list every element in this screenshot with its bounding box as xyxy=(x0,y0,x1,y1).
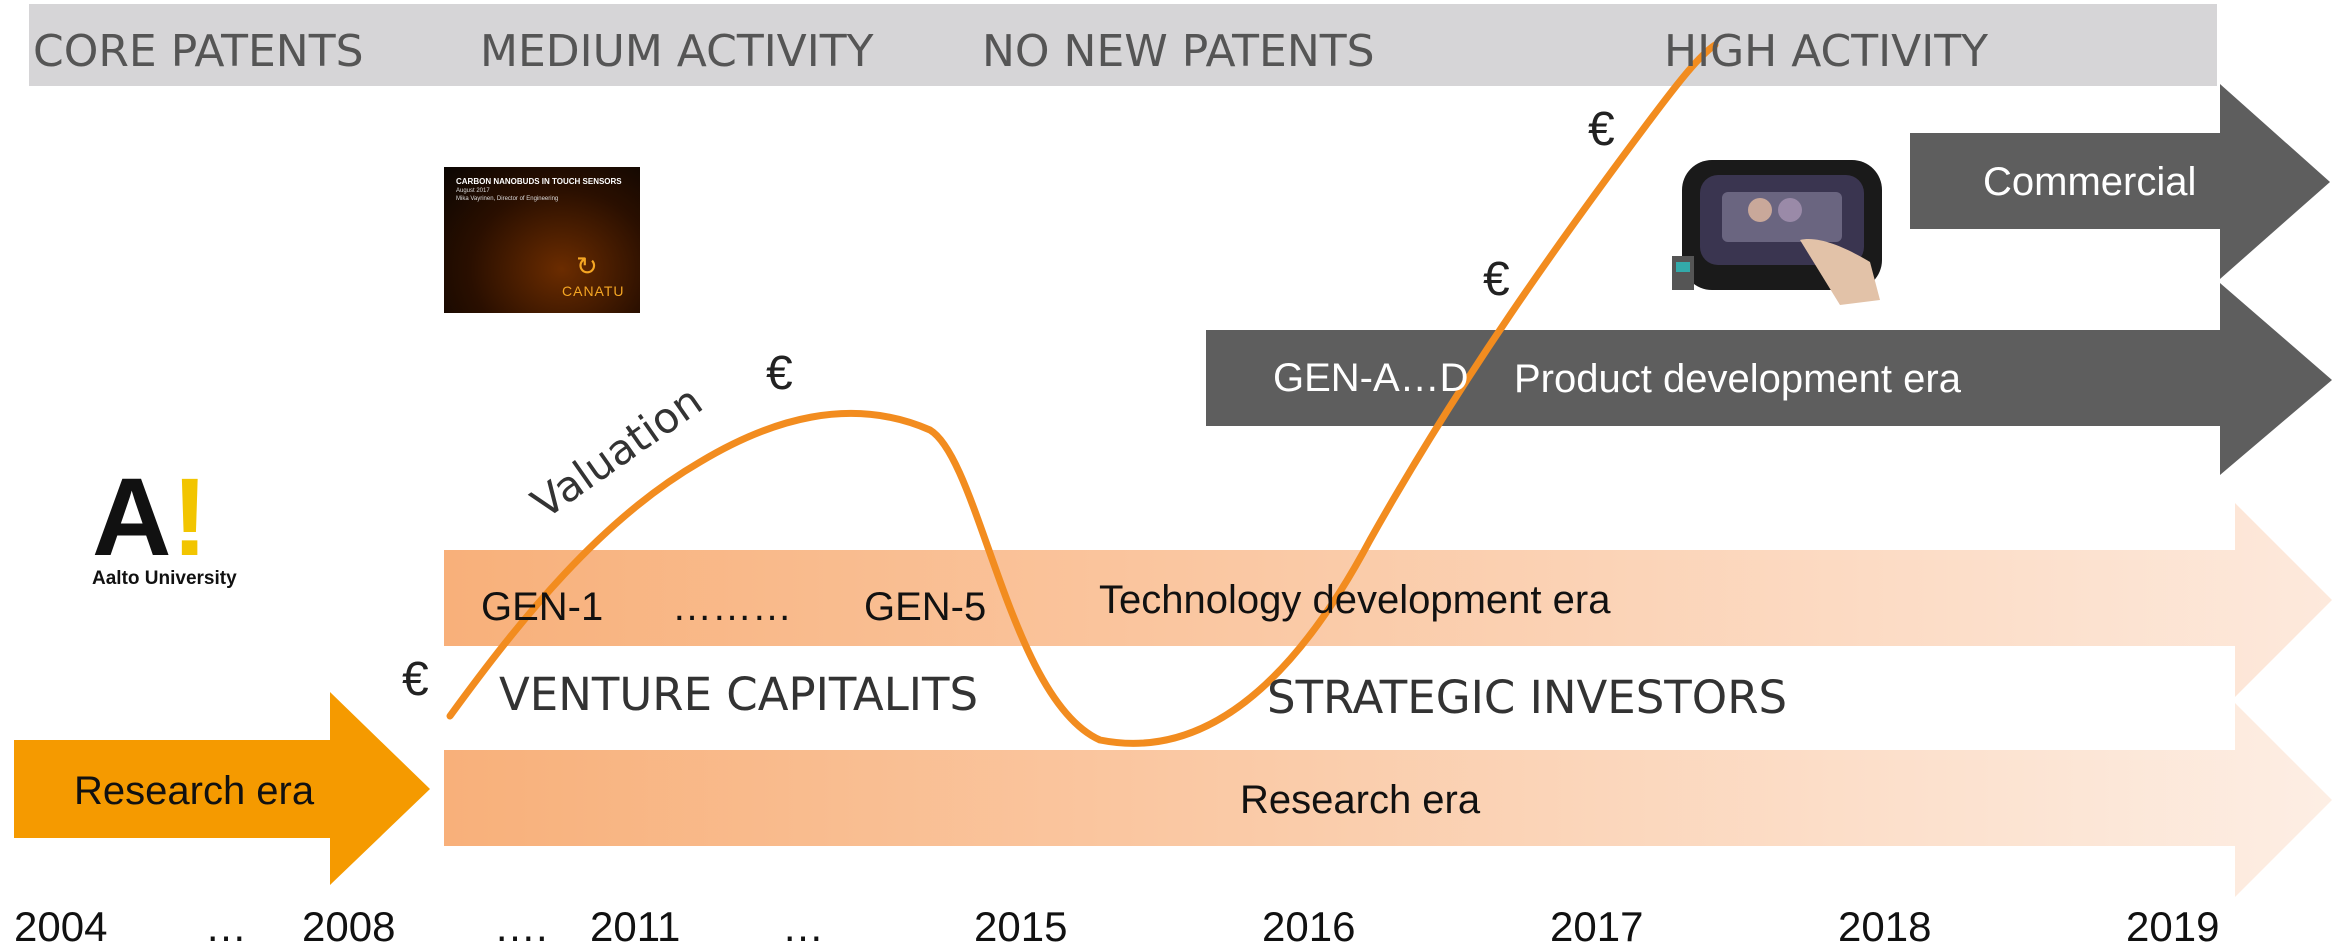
euro-icon: € xyxy=(766,347,793,400)
euro-icon: € xyxy=(1588,103,1615,156)
phase-medium-activity: MEDIUM ACTIVITY xyxy=(480,26,874,77)
phase-bar xyxy=(29,4,2217,86)
canatu-slide-title: CARBON NANOBUDS IN TOUCH SENSORS xyxy=(456,177,622,186)
valuation-label: Valuation xyxy=(523,376,711,528)
strategic-investors-label: STRATEGIC INVESTORS xyxy=(1267,671,1788,724)
aalto-university-name: Aalto University xyxy=(92,568,237,589)
canatu-swirl-icon: ↻ xyxy=(576,251,598,281)
timeline-label: …. xyxy=(494,903,548,950)
timeline-label: 2018 xyxy=(1838,903,1932,950)
timeline-label: … xyxy=(205,903,247,950)
research-era-left-label: Research era xyxy=(74,769,315,813)
research-era-right-label: Research era xyxy=(1240,778,1481,822)
commercial-label: Commercial xyxy=(1983,160,2197,204)
aalto-logo: A! xyxy=(92,456,209,579)
gen1-label: GEN-1 xyxy=(481,585,604,629)
timeline-label: 2019 xyxy=(2126,903,2220,950)
timeline-label: 2016 xyxy=(1262,903,1356,950)
timeline-label: 2008 xyxy=(302,903,396,950)
euro-icon: € xyxy=(402,653,429,706)
canatu-slide-image: CARBON NANOBUDS IN TOUCH SENSORS August … xyxy=(444,167,640,313)
commercial-arrow xyxy=(1910,84,2330,279)
timeline-label: 2015 xyxy=(974,903,1068,950)
gen-a-d-label: GEN-A…D xyxy=(1273,356,1469,400)
gen-dots-label: ……… xyxy=(672,585,792,629)
device-photo xyxy=(1672,160,1882,305)
tech-dev-label: Technology development era xyxy=(1099,578,1611,622)
valuation-curve xyxy=(446,41,1719,747)
timeline-label: 2017 xyxy=(1550,903,1644,950)
canatu-slide-author: Mika Vayrinen, Director of Engineering xyxy=(456,196,559,202)
timeline-label: … xyxy=(782,903,824,950)
timeline-label: 2011 xyxy=(590,903,681,950)
research-band-arrow xyxy=(444,703,2332,897)
canatu-logo: CANATU xyxy=(562,283,625,299)
gen5-label: GEN-5 xyxy=(864,585,987,629)
phase-no-new-patents: NO NEW PATENTS xyxy=(982,26,1375,77)
product-dev-label: Product development era xyxy=(1514,357,1961,401)
phase-high-activity: HIGH ACTIVITY xyxy=(1664,26,1988,77)
phase-core-patents: CORE PATENTS xyxy=(33,26,364,77)
euro-icon: € xyxy=(1483,253,1510,306)
venture-capital-label: VENTURE CAPITALITS xyxy=(499,668,979,721)
timeline-label: 2004 xyxy=(14,903,108,950)
canatu-slide-date: August 2017 xyxy=(456,188,490,194)
product-dev-arrow xyxy=(1206,283,2332,475)
research-era-arrow xyxy=(14,692,430,885)
tech-dev-arrow xyxy=(444,503,2332,697)
aalto-exclamation-icon: ! xyxy=(171,456,209,579)
